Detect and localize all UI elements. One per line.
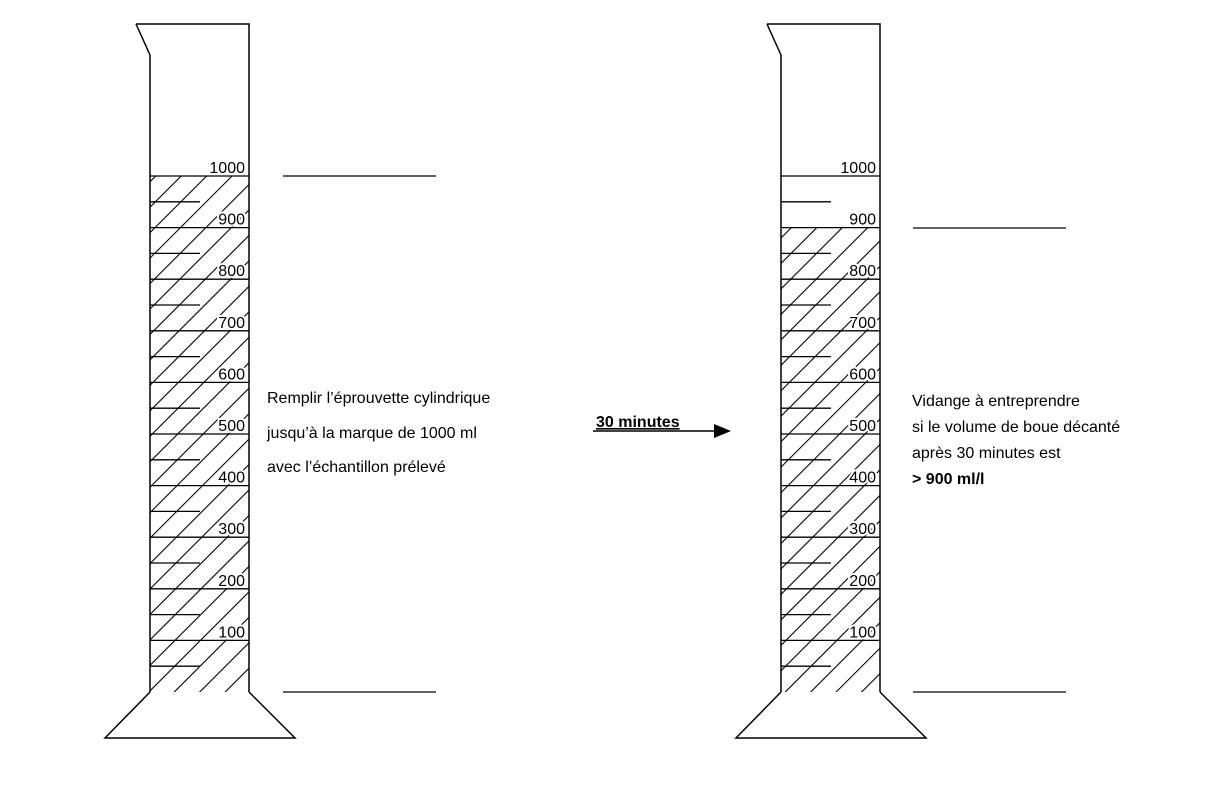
scale-label: 900 [849,212,876,229]
right-description: Vidange à entreprendre si le volume de b… [912,393,1120,488]
threshold-value: > 900 ml/l [912,471,985,488]
scale-label: 800 [849,263,876,280]
scale-label: 1000 [209,160,245,177]
left-description-line: Remplir l’éprouvette cylindrique [267,390,490,407]
right-graduated-cylinder: 1000 900 800 700 600 500 400 300 200 100 [734,23,928,739]
scale-label: 100 [849,624,876,641]
scale-label: 700 [849,315,876,332]
scale-label: 400 [218,470,245,487]
scale-label: 200 [849,573,876,590]
scale-label: 300 [849,521,876,538]
arrow-head-icon [714,424,731,438]
scale-label: 800 [218,263,245,280]
scale-label: 600 [849,366,876,383]
cylinder-base [734,691,928,739]
left-description-line: avec l’échantillon prélevé [267,459,446,476]
left-description-line: jusqu’à la marque de 1000 ml [266,425,477,442]
cylinder-outline [766,23,881,692]
scale-label: 700 [218,315,245,332]
right-description-line: après 30 minutes est [912,445,1061,462]
arrow-label: 30 minutes [596,414,680,431]
cylinder-base [103,691,297,739]
scale-label: 500 [218,418,245,435]
scale-label: 400 [849,470,876,487]
scale-label: 1000 [840,160,876,177]
scale-label: 900 [218,212,245,229]
time-arrow: 30 minutes [593,414,731,438]
right-description-line: si le volume de boue décanté [912,419,1120,436]
scale-label: 300 [218,521,245,538]
scale-label: 600 [218,366,245,383]
scale-label: 500 [849,418,876,435]
cylinder-outline [135,23,250,692]
scale-label: 100 [218,624,245,641]
scale-label: 200 [218,573,245,590]
right-description-line: Vidange à entreprendre [912,393,1080,410]
left-graduated-cylinder: 1000 900 800 700 600 500 400 300 200 100 [103,23,297,739]
left-description: Remplir l’éprouvette cylindrique jusqu’à… [266,390,490,476]
